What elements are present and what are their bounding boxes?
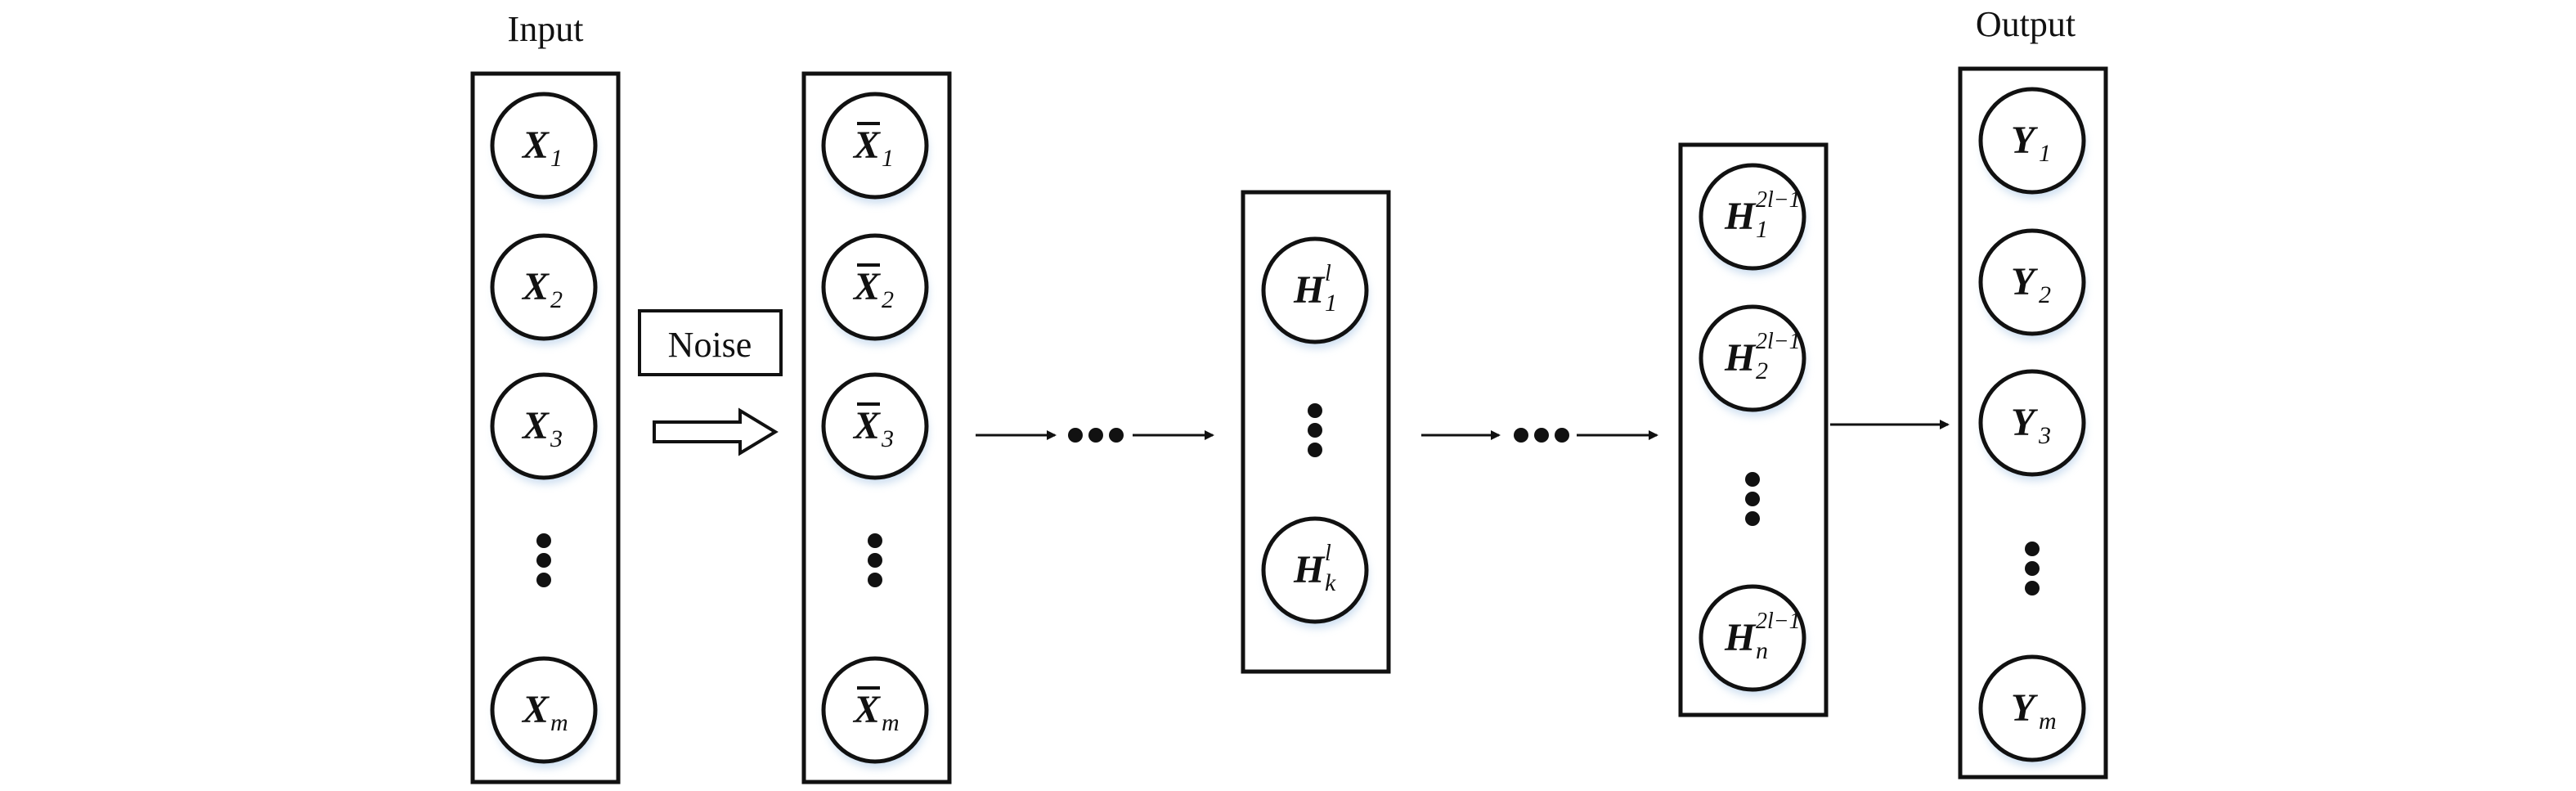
noise-box: Noise	[638, 309, 783, 376]
node-subscript: 2	[1756, 357, 1768, 384]
node-symbol: X	[852, 124, 881, 167]
node-symbol: H	[1293, 268, 1326, 312]
node-subscript: m	[882, 709, 900, 736]
noise-label: Noise	[668, 325, 752, 365]
node-circle	[490, 233, 598, 341]
node-symbol: X	[521, 265, 550, 308]
node-subscript: 1	[1325, 290, 1337, 317]
noisy-input-column-vertical-ellipsis	[868, 533, 882, 587]
node-subscript: 1	[2039, 140, 2051, 167]
node-circle	[490, 372, 598, 480]
noise-arrow	[653, 407, 779, 456]
node-subscript: m	[2039, 708, 2057, 735]
last-hidden-column-vertical-ellipsis	[1745, 472, 1760, 526]
node-symbol: H	[1724, 616, 1757, 659]
node-superscript: l	[1325, 541, 1331, 566]
node-subscript: 1	[550, 145, 563, 172]
node-circle	[1261, 236, 1369, 344]
output-column-vertical-ellipsis	[2025, 542, 2040, 595]
node-symbol: H	[1724, 195, 1757, 238]
code-layer-column-vertical-ellipsis	[1308, 403, 1322, 457]
horizontal-ellipsis-1	[1068, 428, 1124, 443]
node-superscript: 2l−1	[1756, 187, 1801, 213]
node-symbol: Y	[2011, 401, 2038, 444]
node-circle	[821, 233, 929, 341]
node-subscript: n	[1756, 637, 1768, 664]
node-symbol: X	[852, 688, 881, 731]
node-subscript: 1	[1756, 216, 1768, 243]
node-superscript: 2l−1	[1756, 609, 1801, 634]
node-circle	[490, 656, 598, 764]
node-circle	[821, 92, 929, 200]
node-circle	[1261, 516, 1369, 624]
node-subscript: 2	[2039, 281, 2051, 308]
node-subscript: 3	[2038, 422, 2051, 449]
last-hidden-column-box	[1678, 142, 1829, 717]
node-symbol: Y	[2011, 260, 2038, 303]
node-circle	[1978, 228, 2086, 336]
node-superscript: 2l−1	[1756, 329, 1801, 354]
node-subscript: 1	[882, 145, 894, 172]
node-subscript: 2	[550, 286, 563, 313]
node-symbol: X	[852, 404, 881, 447]
node-symbol: H	[1293, 548, 1326, 591]
node-symbol: Y	[2011, 686, 2038, 730]
node-circle	[1699, 584, 1806, 692]
input-label: Input	[508, 9, 584, 49]
input-column-vertical-ellipsis	[536, 533, 551, 587]
node-circle	[821, 656, 929, 764]
node-subscript: 2	[882, 286, 894, 313]
output-column-box	[1958, 66, 2108, 780]
node-circle	[1699, 304, 1806, 412]
node-symbol: X	[521, 124, 550, 167]
node-superscript: l	[1325, 261, 1331, 286]
node-subscript: 3	[881, 425, 894, 452]
node-subscript: m	[550, 709, 568, 736]
node-symbol: X	[521, 688, 550, 731]
horizontal-ellipsis-2	[1514, 428, 1569, 443]
node-symbol: Y	[2011, 119, 2038, 162]
node-symbol: X	[521, 404, 550, 447]
output-label: Output	[1976, 4, 2076, 44]
node-circle	[1978, 369, 2086, 477]
code-layer-column-box	[1241, 190, 1391, 674]
noisy-input-column-box	[801, 71, 952, 784]
node-circle	[490, 92, 598, 200]
node-symbol: H	[1724, 336, 1757, 380]
node-subscript: 3	[550, 425, 563, 452]
input-column-box	[470, 71, 621, 784]
node-circle	[1699, 163, 1806, 271]
node-circle	[1978, 87, 2086, 195]
node-circle	[1978, 654, 2086, 762]
node-symbol: X	[852, 265, 881, 308]
node-subscript: k	[1325, 569, 1336, 596]
node-circle	[821, 372, 929, 480]
